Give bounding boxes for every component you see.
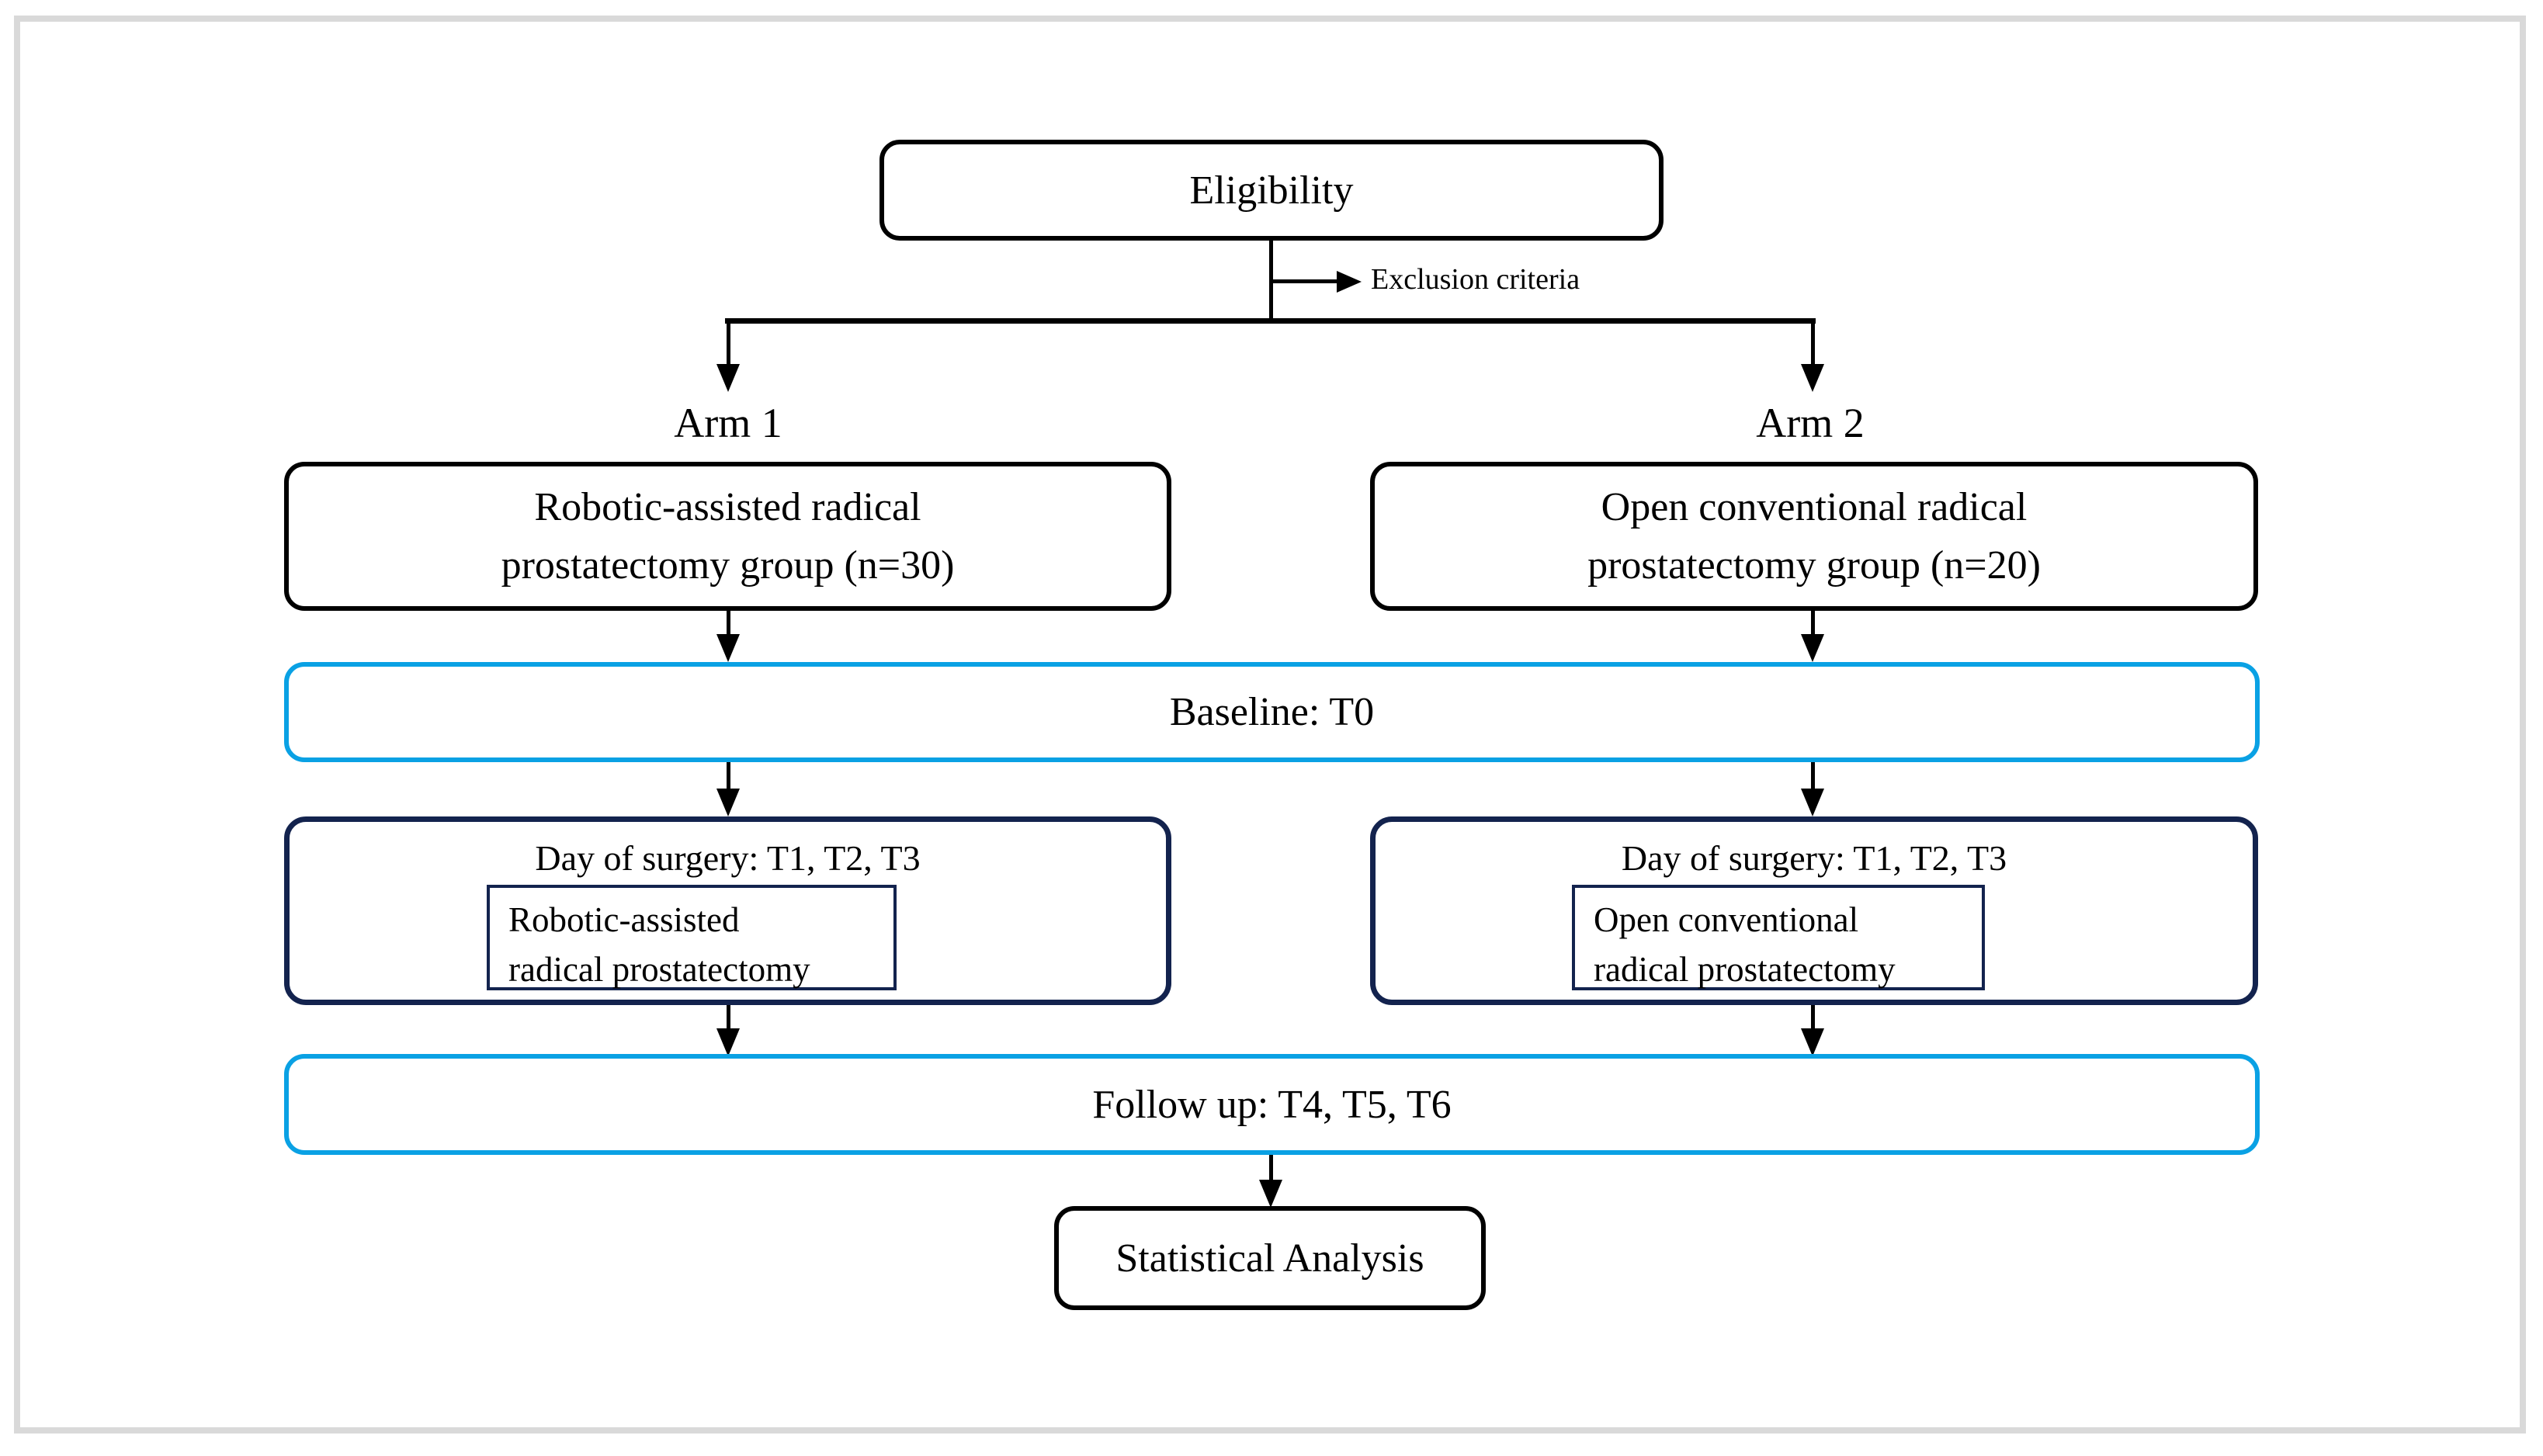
eligibility-box: Eligibility: [879, 140, 1664, 241]
baseline-box: Baseline: T0: [284, 662, 2260, 762]
eligibility-stem-line: [1269, 241, 1273, 321]
arm2-procedure-line2: radical prostatectomy: [1594, 949, 1896, 989]
arrow-day1-to-followup-head-icon: [716, 1028, 740, 1056]
arrow-day2-to-followup-stem: [1811, 1005, 1815, 1030]
arm2-label: Arm 2: [1756, 400, 1865, 446]
arrow-day2-to-followup-head-icon: [1801, 1028, 1824, 1056]
arm2-group-box: Open conventional radical prostatectomy …: [1370, 462, 2258, 611]
statistical-analysis-box: Statistical Analysis: [1054, 1206, 1486, 1310]
exclusion-criteria-label: Exclusion criteria: [1371, 263, 1580, 296]
branch-line: [725, 318, 1816, 324]
baseline-label: Baseline: T0: [1169, 690, 1375, 734]
arm1-label: Arm 1: [674, 400, 782, 446]
arm1-procedure-box: Robotic-assisted radical prostatectomy: [487, 885, 897, 990]
arrow-to-arm1-stem: [727, 322, 730, 366]
arrow-arm2-to-baseline-head-icon: [1801, 634, 1824, 662]
arm2-procedure-box: Open conventional radical prostatectomy: [1572, 885, 1985, 990]
arrow-to-arm2-stem: [1811, 322, 1815, 366]
arrow-arm1-to-baseline-head-icon: [716, 634, 740, 662]
arm1-group-box: Robotic-assisted radical prostatectomy g…: [284, 462, 1171, 611]
arrow-to-arm2-head-icon: [1801, 364, 1824, 392]
arrow-arm1-to-baseline-stem: [727, 611, 730, 636]
day-of-surgery-arm2-box: Day of surgery: T1, T2, T3 Open conventi…: [1370, 816, 2258, 1005]
arrow-followup-to-statistics-stem: [1269, 1155, 1273, 1181]
arrow-baseline-to-day1-stem: [727, 762, 730, 790]
arm1-group-line1: Robotic-assisted radical: [534, 484, 921, 529]
exclusion-arrowhead-icon: [1337, 271, 1362, 293]
arrow-baseline-to-day2-head-icon: [1801, 789, 1824, 816]
arm2-group-line1: Open conventional radical: [1601, 484, 2028, 529]
exclusion-arrow-line: [1272, 279, 1338, 283]
arrow-baseline-to-day1-head-icon: [716, 789, 740, 816]
day-of-surgery-arm1-title: Day of surgery: T1, T2, T3: [535, 838, 921, 878]
arrow-day1-to-followup-stem: [727, 1005, 730, 1030]
arm2-procedure-line1: Open conventional: [1594, 900, 1859, 939]
arrow-to-arm1-head-icon: [716, 364, 740, 392]
follow-up-box: Follow up: T4, T5, T6: [284, 1054, 2260, 1155]
arm1-procedure-line2: radical prostatectomy: [508, 949, 810, 989]
arm2-group-line2: prostatectomy group (n=20): [1587, 543, 2041, 588]
eligibility-label: Eligibility: [1189, 168, 1354, 213]
follow-up-label: Follow up: T4, T5, T6: [1092, 1082, 1452, 1127]
arrow-baseline-to-day2-stem: [1811, 762, 1815, 790]
day-of-surgery-arm1-box: Day of surgery: T1, T2, T3 Robotic-assis…: [284, 816, 1171, 1005]
arrow-followup-to-statistics-head-icon: [1259, 1180, 1282, 1208]
arm1-procedure-line1: Robotic-assisted: [508, 900, 740, 939]
arm1-group-line2: prostatectomy group (n=30): [501, 543, 955, 588]
figure-frame: [14, 16, 2526, 1433]
day-of-surgery-arm2-title: Day of surgery: T1, T2, T3: [1621, 838, 2007, 878]
statistical-analysis-label: Statistical Analysis: [1115, 1236, 1424, 1281]
arrow-arm2-to-baseline-stem: [1811, 611, 1815, 636]
